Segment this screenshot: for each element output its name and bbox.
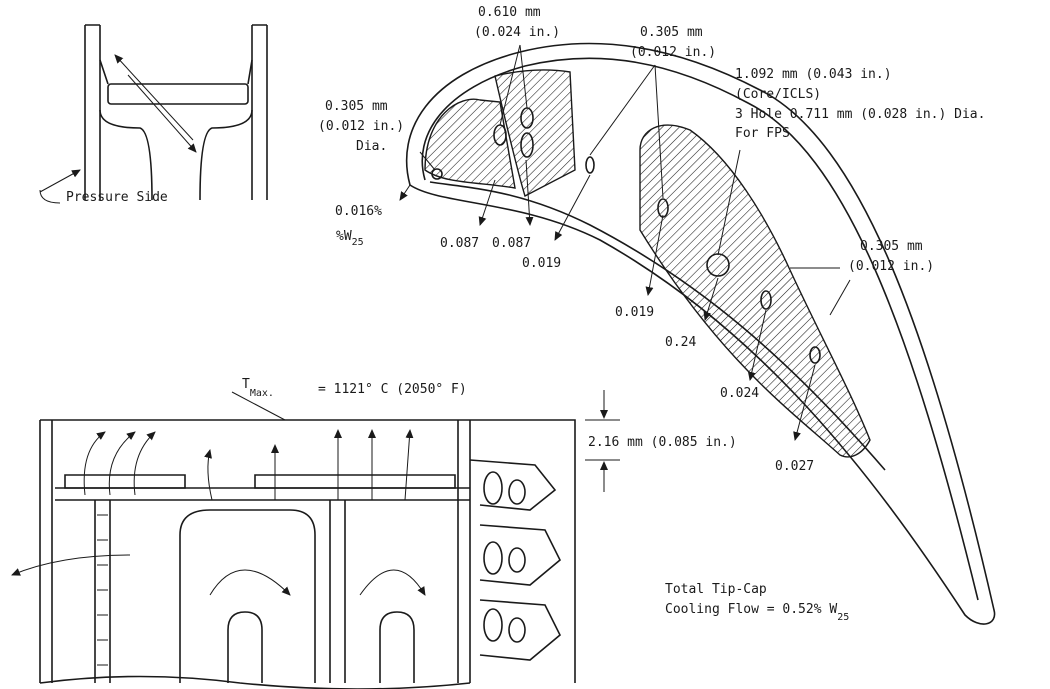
total-cooling-flow-label: Cooling Flow = 0.52% W25 bbox=[665, 602, 849, 623]
dim-0305-top-label: 0.305 mm bbox=[640, 25, 703, 40]
pressure-side-label: Pressure Side bbox=[66, 190, 168, 205]
flow-0087-a-label: 0.087 bbox=[440, 236, 479, 251]
core-dim-label: 1.092 mm (0.043 in.) bbox=[735, 67, 892, 82]
flow-0016-label: 0.016% bbox=[335, 204, 382, 219]
dim-0610-in-label: (0.024 in.) bbox=[474, 25, 560, 40]
core-holes-label: 3 Hole 0.711 mm (0.028 in.) Dia. bbox=[735, 107, 985, 122]
dim-0305-right-label: 0.305 mm bbox=[860, 239, 923, 254]
dim-0305-top-in-label: (0.012 in.) bbox=[630, 45, 716, 60]
flow-024-label: 0.24 bbox=[665, 335, 696, 350]
dim-0610-label: 0.610 mm bbox=[478, 5, 541, 20]
flow-w25-label: %W25 bbox=[336, 229, 364, 248]
dim-0305-left-in-label: (0.012 in.) bbox=[318, 119, 404, 134]
tip-thickness-dimension bbox=[585, 390, 620, 492]
flow-0024-label: 0.024 bbox=[720, 386, 759, 401]
dim-0305-left-label: 0.305 mm bbox=[325, 99, 388, 114]
total-tip-cap-label: Total Tip-Cap bbox=[665, 582, 767, 597]
airfoil-tip-cap bbox=[405, 42, 996, 625]
core-icls-label: (Core/ICLS) bbox=[735, 87, 821, 102]
tmax-value-label: = 1121° C (2050° F) bbox=[318, 382, 467, 397]
pressure-side-inset bbox=[39, 24, 268, 204]
dim-0305-left-dia-label: Dia. bbox=[356, 139, 387, 154]
airfoil-leaders bbox=[399, 44, 851, 441]
flow-0019-b-label: 0.019 bbox=[615, 305, 654, 320]
tip-cap-section bbox=[11, 419, 576, 689]
flow-0027-label: 0.027 bbox=[775, 459, 814, 474]
tip-thickness-label: 2.16 mm (0.085 in.) bbox=[588, 435, 737, 450]
flow-0087-b-label: 0.087 bbox=[492, 236, 531, 251]
core-fps-label: For FPS bbox=[735, 126, 790, 141]
tmax-label: TMax. bbox=[242, 377, 274, 399]
flow-0019-a-label: 0.019 bbox=[522, 256, 561, 271]
dim-0305-right-in-label: (0.012 in.) bbox=[848, 259, 934, 274]
